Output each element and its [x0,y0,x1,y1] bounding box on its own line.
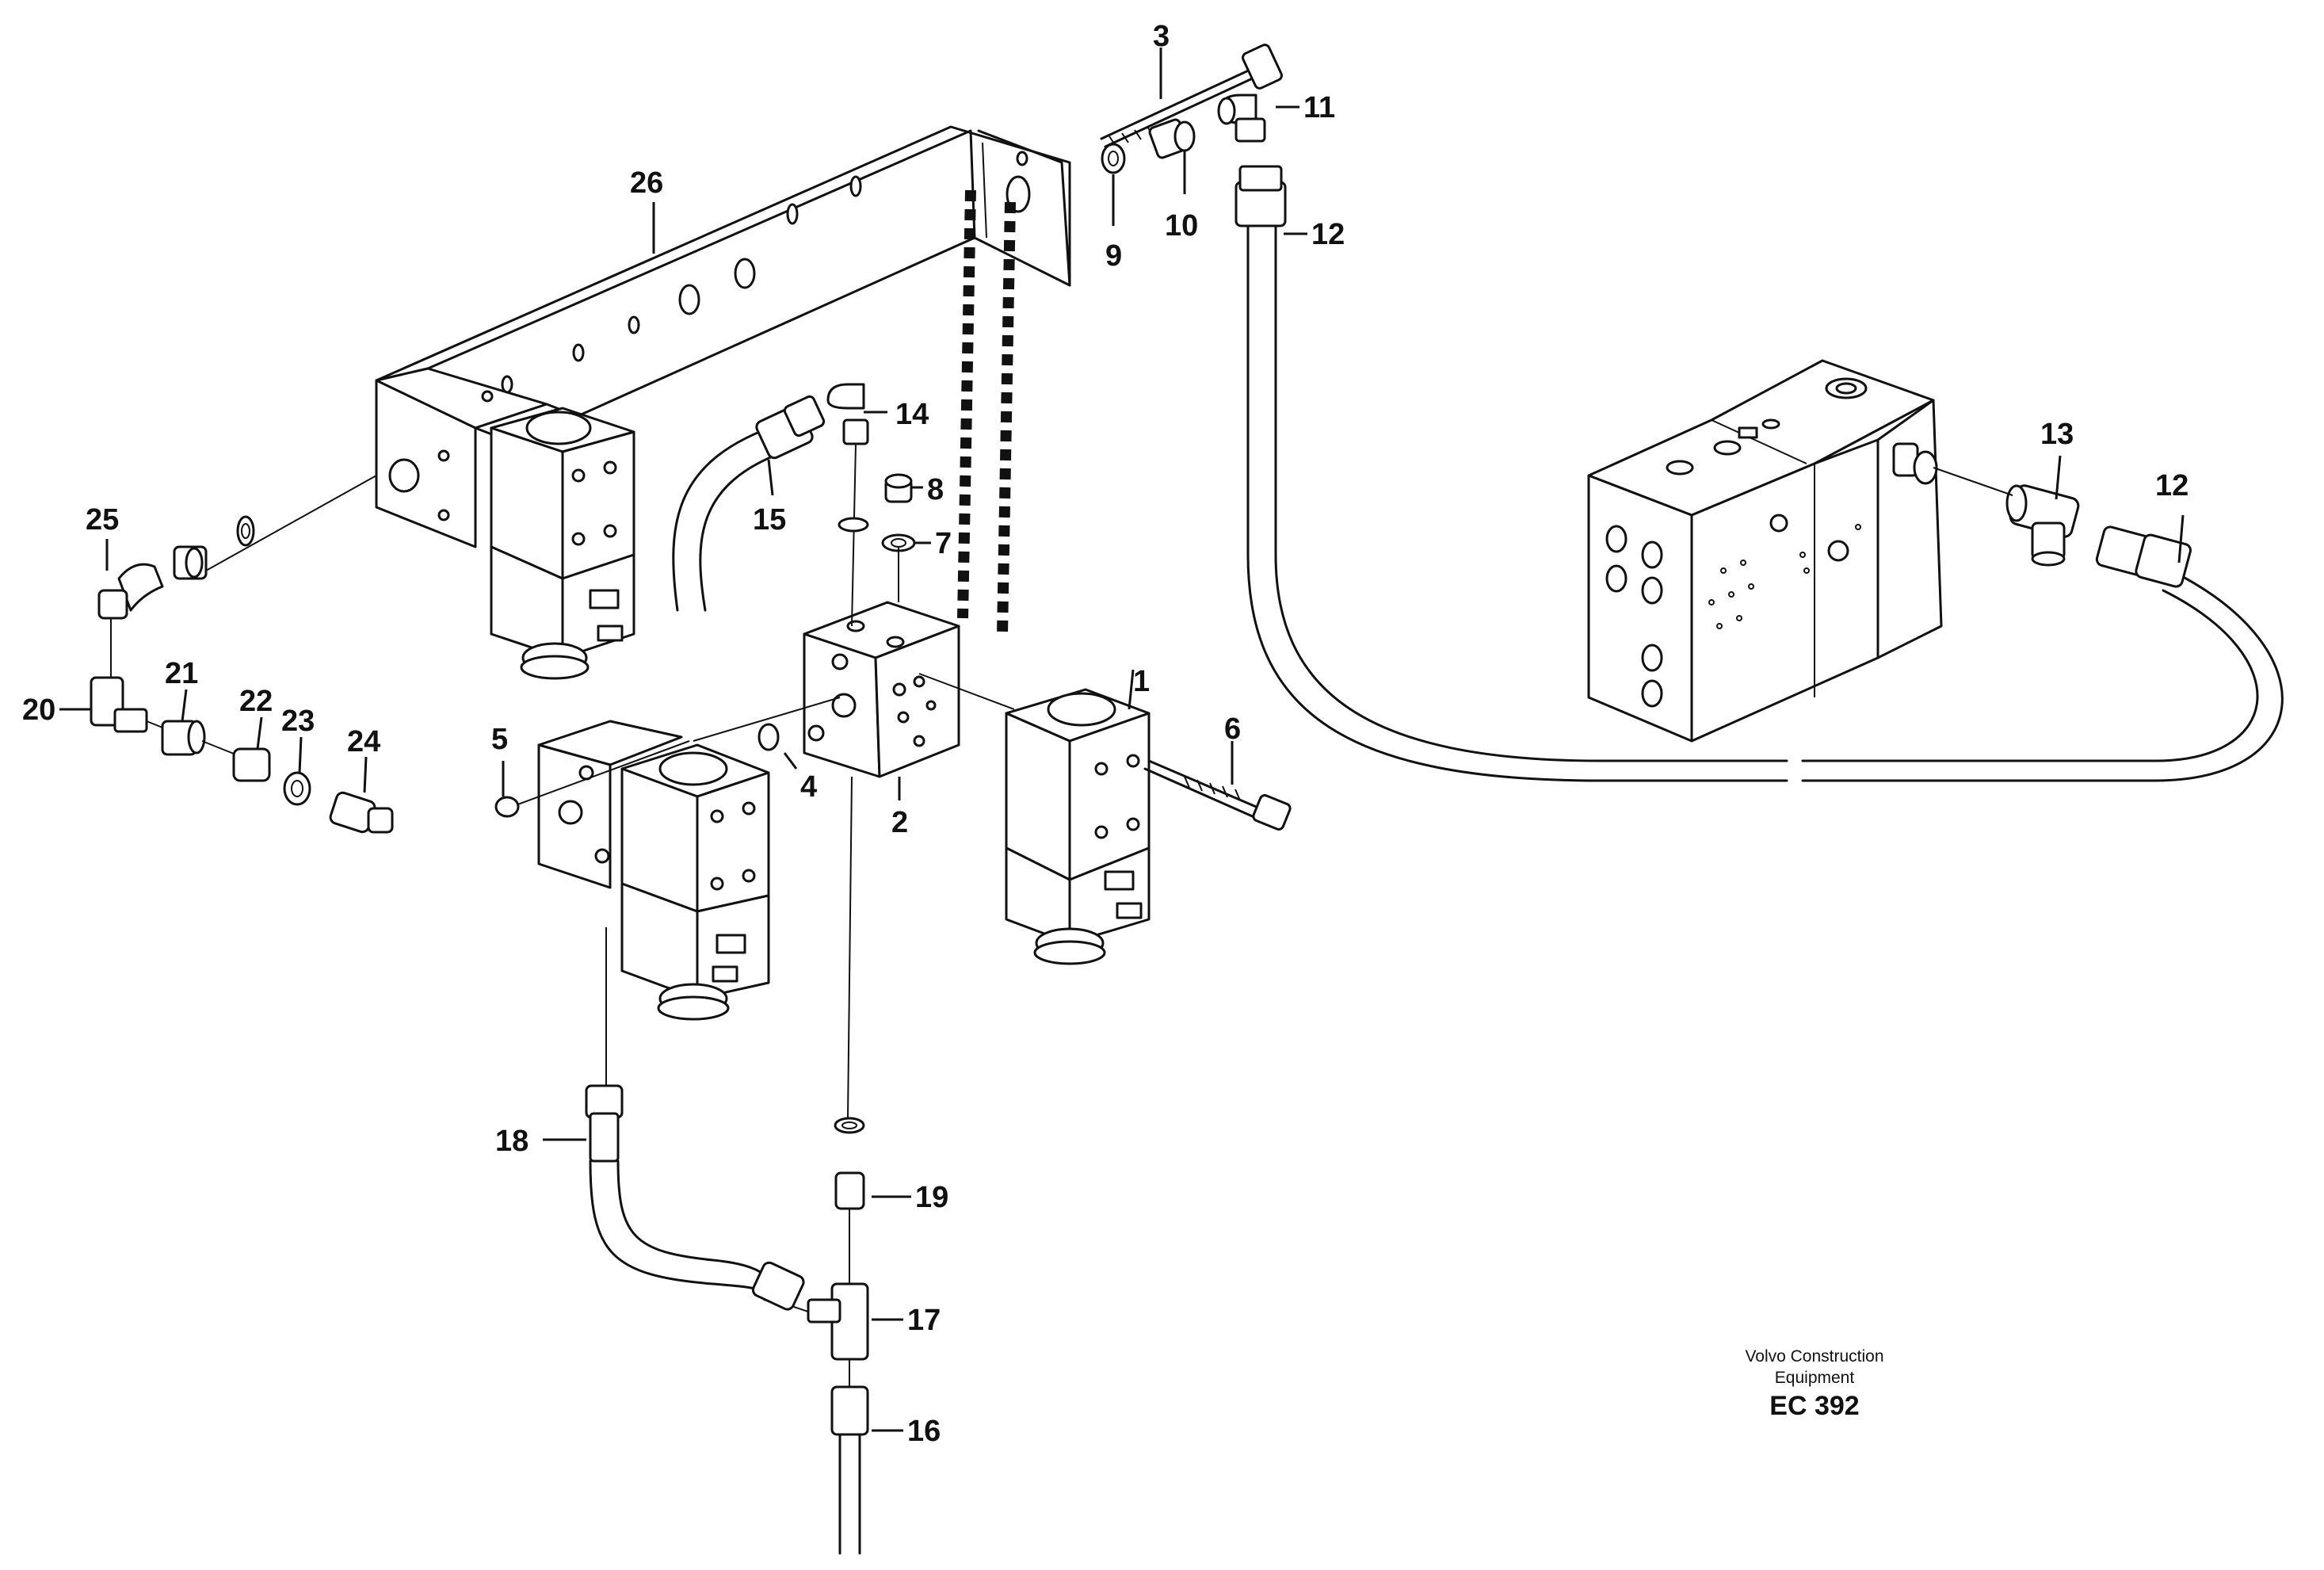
solenoid-valve-upper [375,367,635,680]
callout-3: 3 [1153,20,1170,53]
solenoid-valve-lower [537,720,770,1021]
solenoid-valve-right [1005,688,1151,965]
callout-10: 10 [1165,209,1198,243]
callout-22: 22 [239,685,273,718]
plug-8-seal-7 [881,473,916,602]
callout-8: 8 [927,473,944,506]
callout-12-right: 12 [2155,469,2189,502]
tee-fitting-13 [1933,467,2192,588]
callout-21: 21 [165,657,198,690]
caption-company: Volvo Construction [1745,1347,1883,1366]
valve-block [803,601,960,778]
callout-7: 7 [935,527,952,560]
callout-20: 20 [22,693,55,727]
small-parts-4-5-6 [494,673,1292,831]
callout-1: 1 [1133,665,1150,698]
callout-25: 25 [86,503,119,537]
leader-lines [59,48,2185,1432]
callout-13: 13 [2040,418,2074,451]
main-control-valve [1587,359,1943,743]
hose-12 [1235,165,2284,782]
callout-26: 26 [630,166,663,200]
caption-code: EC 392 [1769,1391,1859,1421]
callout-4: 4 [800,770,817,804]
fitting-chain-left [90,475,394,834]
callout-11: 11 [1303,91,1335,124]
fittings-9-10-11 [1101,94,1266,174]
callout-14: 14 [895,398,929,431]
bolt-3 [1100,44,1283,148]
dashed-hose [957,189,1016,635]
callout-12-top: 12 [1311,218,1345,251]
callout-2: 2 [891,806,908,839]
callout-labels: 1 2 3 4 5 6 7 8 9 10 11 12 12 13 14 15 1… [22,20,2189,1448]
callout-18: 18 [495,1125,529,1158]
hose-15 [672,383,869,627]
callout-19: 19 [915,1181,948,1214]
callout-15: 15 [753,503,786,537]
callout-16: 16 [907,1415,941,1448]
callout-9: 9 [1105,239,1122,273]
callout-24: 24 [347,725,380,758]
callout-5: 5 [491,723,508,756]
lower-hoses [585,776,869,1555]
callout-6: 6 [1224,712,1241,746]
callout-17: 17 [907,1304,941,1337]
publisher-caption: Volvo Construction Equipment EC 392 [1745,1347,1883,1421]
callout-23: 23 [281,705,315,738]
caption-equipment: Equipment [1775,1369,1855,1387]
